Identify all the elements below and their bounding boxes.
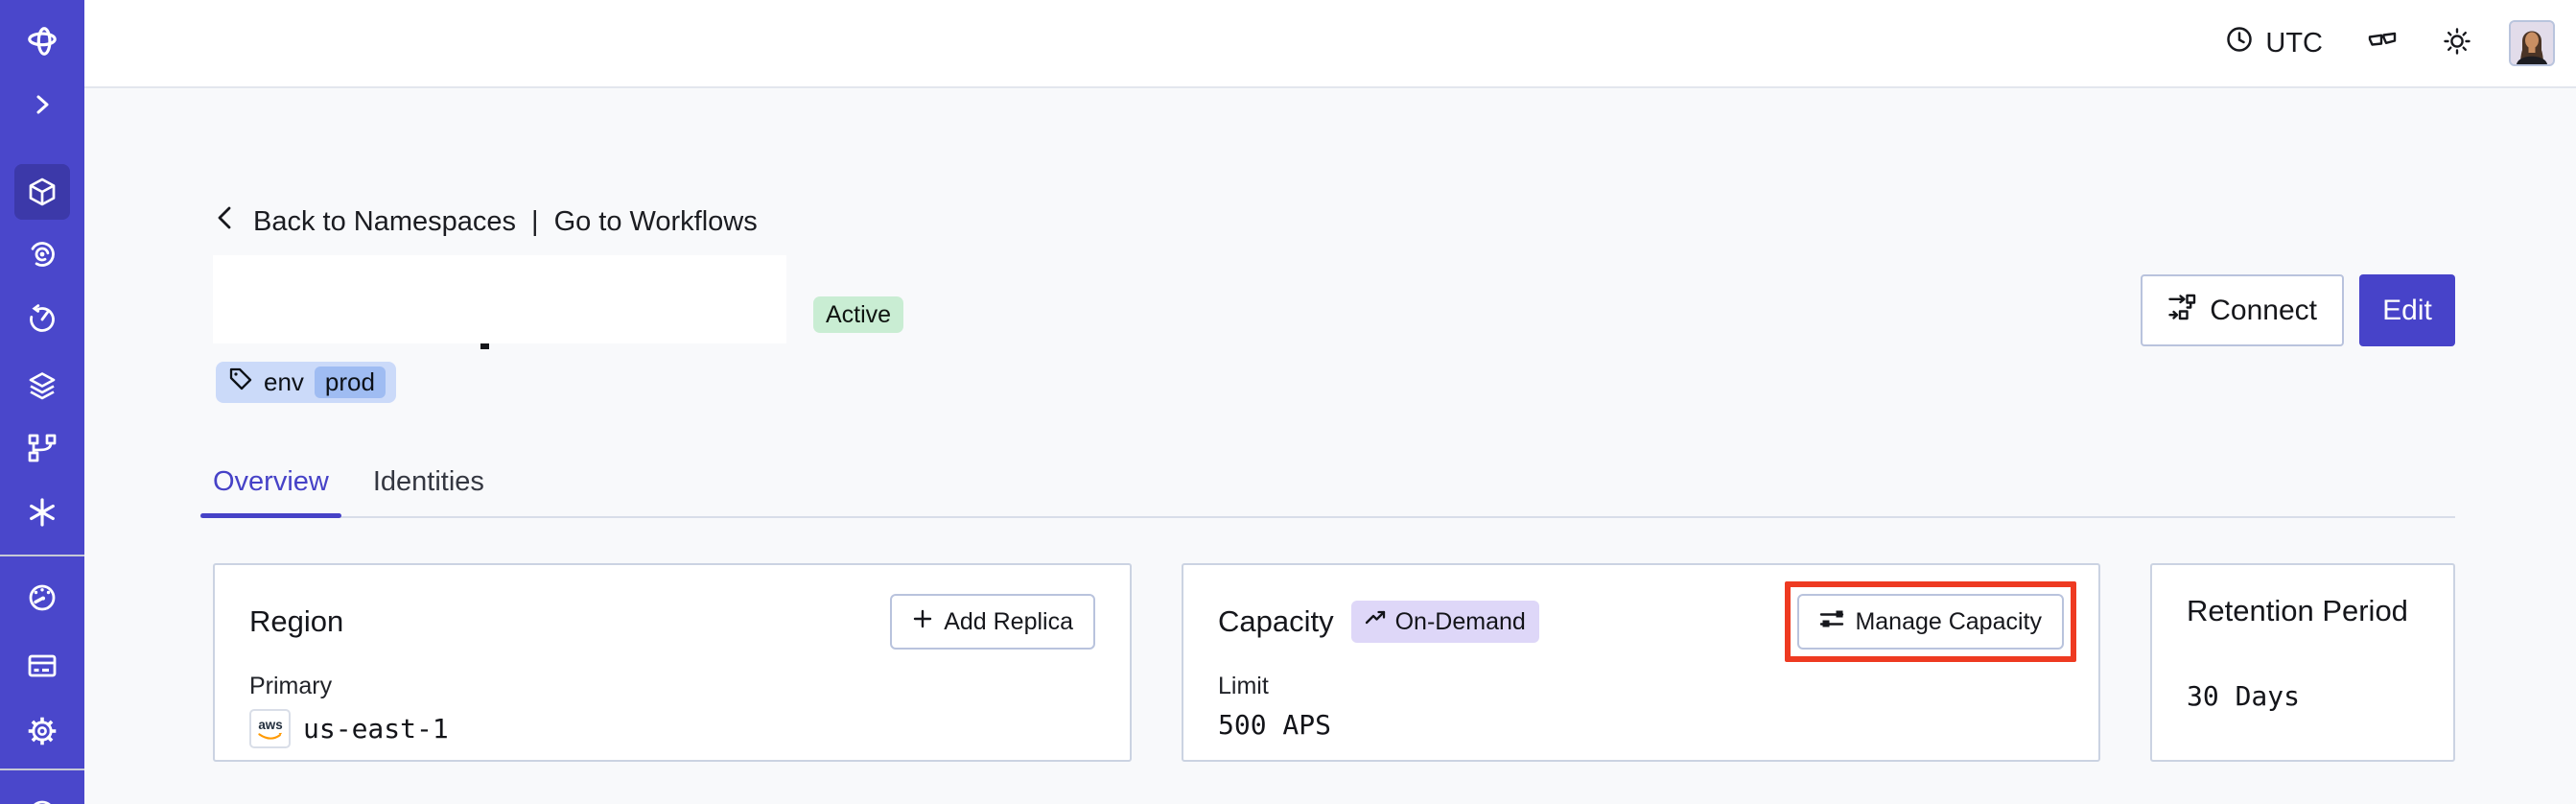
topbar: UTC — [84, 0, 2576, 88]
connect-flow-icon — [2167, 293, 2196, 329]
tag-key: env — [264, 367, 304, 396]
breadcrumb-separator: | — [531, 205, 539, 237]
add-replica-button[interactable]: Add Replica — [890, 594, 1095, 650]
region-card-title: Region — [249, 604, 344, 638]
sidebar-item-home[interactable] — [14, 13, 70, 69]
clock-icon — [2225, 25, 2254, 61]
namespace-header: Active Connect Edit — [213, 255, 2455, 349]
spiral-icon — [26, 238, 59, 271]
capacity-card-title: Capacity — [1218, 604, 1334, 638]
tab-identities[interactable]: Identities — [372, 466, 484, 497]
tag-icon — [228, 367, 253, 398]
temporal-logo-icon — [25, 24, 59, 59]
branch-icon — [26, 432, 59, 464]
retention-value: 30 Days — [2187, 680, 2301, 712]
tab-overview[interactable]: Overview — [200, 466, 341, 518]
timezone-label: UTC — [2265, 27, 2323, 59]
sliders-icon — [1819, 606, 1844, 638]
sidebar-item-namespaces[interactable] — [14, 164, 70, 220]
connect-button[interactable]: Connect — [2141, 274, 2344, 346]
svg-text:aws: aws — [258, 718, 282, 732]
breadcrumb: Back to Namespaces | Go to Workflows — [213, 204, 2455, 239]
tag-chip: env prod — [216, 362, 396, 403]
aws-logo: aws — [249, 709, 291, 748]
on-demand-label: On-Demand — [1394, 607, 1526, 635]
sidebar-item-workflows[interactable] — [14, 226, 70, 282]
sidebar-item-nexus[interactable] — [14, 485, 70, 540]
avatar[interactable] — [2509, 20, 2555, 66]
region-value: us-east-1 — [303, 713, 449, 745]
add-replica-label: Add Replica — [944, 607, 1073, 635]
sidebar-item-billing[interactable] — [14, 638, 70, 694]
plus-icon — [912, 608, 933, 636]
redaction-artifact — [480, 343, 489, 349]
sidebar-expand-button[interactable] — [14, 77, 70, 132]
glasses-button[interactable] — [2367, 26, 2398, 61]
asterisk-icon — [26, 496, 59, 529]
gauge-icon — [26, 581, 59, 614]
sidebar-item-schedules[interactable] — [14, 292, 70, 347]
gear-icon — [26, 715, 59, 747]
go-to-workflows-link[interactable]: Go to Workflows — [553, 205, 758, 237]
namespace-title-redacted — [213, 255, 786, 343]
sidebar-divider — [0, 555, 84, 556]
region-card: Region Add Replica Primary — [213, 563, 1132, 762]
capacity-card: Capacity On-Demand — [1182, 563, 2100, 762]
header-actions: Connect Edit — [2141, 274, 2455, 346]
main-content: Back to Namespaces | Go to Workflows Act… — [84, 88, 2576, 804]
connect-button-label: Connect — [2210, 294, 2317, 326]
edit-button-label: Edit — [2382, 294, 2432, 326]
sidebar-item-batch-operations[interactable] — [14, 420, 70, 476]
capacity-value: 500 APS — [1218, 709, 1332, 741]
annotation-highlight: Manage Capacity — [1785, 581, 2076, 662]
sidebar-item-deployments[interactable] — [14, 358, 70, 414]
manage-capacity-label: Manage Capacity — [1855, 607, 2042, 635]
edit-button[interactable]: Edit — [2359, 274, 2455, 346]
sidebar — [0, 0, 84, 804]
sidebar-divider — [0, 769, 84, 770]
clock-arrow-icon — [26, 303, 59, 336]
cube-icon — [26, 176, 59, 208]
tab-bar: Overview Identities — [200, 466, 2455, 518]
chevron-left-icon — [213, 204, 238, 239]
sidebar-item-usage[interactable] — [14, 570, 70, 626]
glasses-icon — [2367, 26, 2398, 61]
tag-value: prod — [314, 367, 386, 398]
limit-label: Limit — [1218, 673, 1269, 699]
overview-cards: Region Add Replica Primary — [213, 563, 2455, 762]
manage-capacity-button[interactable]: Manage Capacity — [1797, 594, 2064, 650]
circle-icon — [26, 794, 59, 804]
layers-icon — [26, 369, 59, 402]
retention-card: Retention Period 30 Days — [2150, 563, 2455, 762]
retention-card-title: Retention Period — [2187, 594, 2408, 627]
sidebar-item-settings[interactable] — [14, 703, 70, 759]
trending-up-icon — [1365, 607, 1387, 636]
on-demand-badge: On-Demand — [1350, 601, 1539, 643]
credit-card-icon — [26, 650, 59, 682]
back-to-namespaces-link[interactable]: Back to Namespaces — [253, 205, 517, 237]
timezone-button[interactable]: UTC — [2225, 25, 2323, 61]
status-badge: Active — [813, 296, 904, 333]
sidebar-item-account[interactable] — [14, 783, 70, 804]
chevron-right-icon — [31, 93, 54, 116]
primary-label: Primary — [249, 673, 333, 699]
sun-icon — [2442, 26, 2472, 61]
topbar-actions: UTC — [2225, 20, 2555, 66]
theme-toggle-button[interactable] — [2442, 26, 2472, 61]
